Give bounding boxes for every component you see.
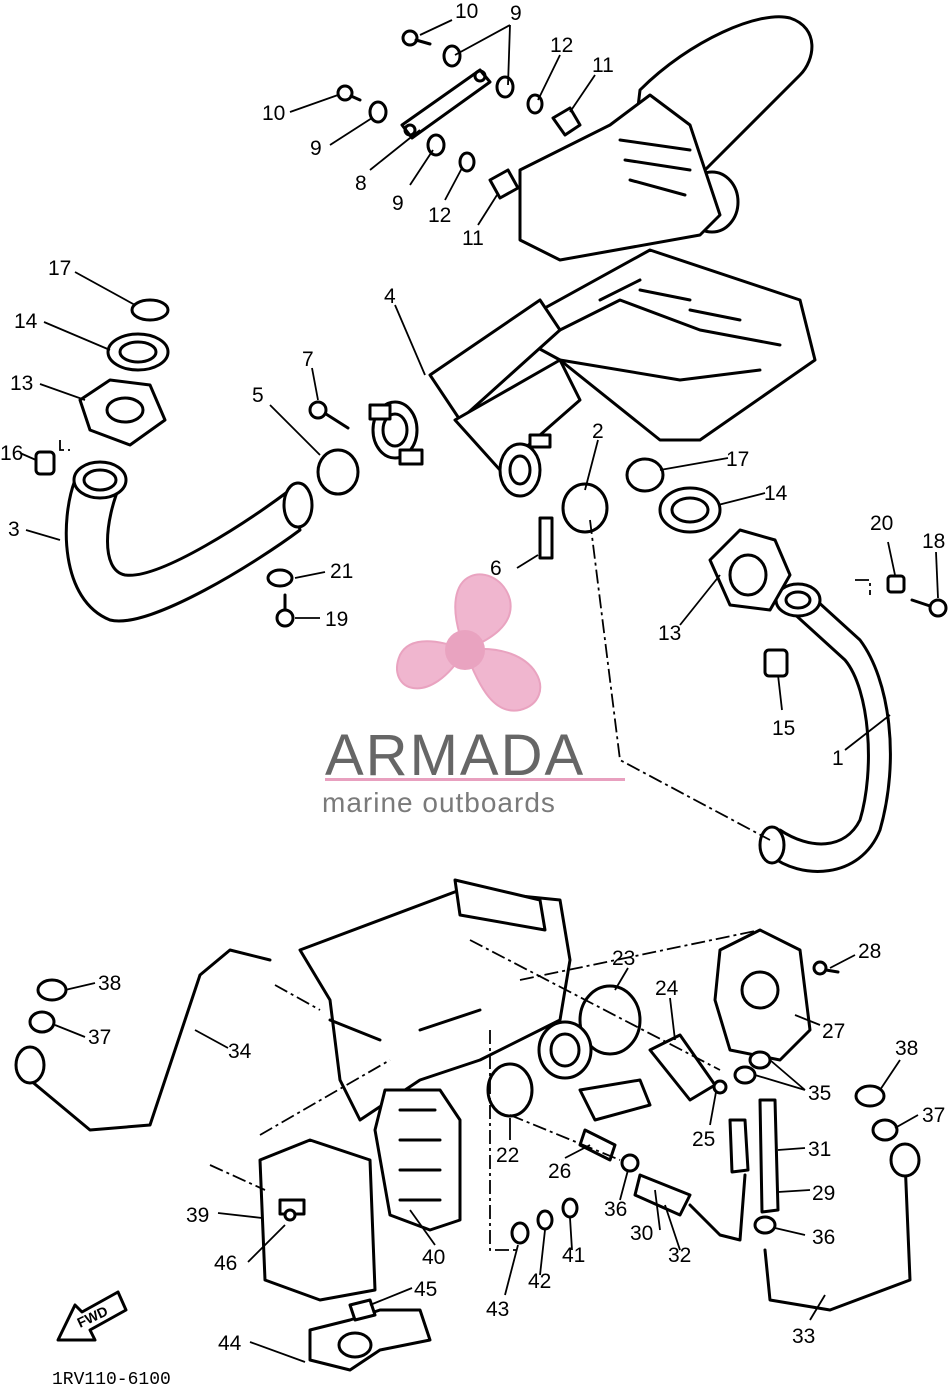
elbow-hose-44: [308, 1308, 432, 1372]
callout-30: 30: [630, 1222, 653, 1245]
callout-20: 20: [870, 512, 893, 535]
callout-37: 37: [88, 1026, 111, 1049]
callout-2: 2: [592, 420, 604, 443]
callout-36: 36: [812, 1226, 835, 1249]
callout-42: 42: [528, 1270, 551, 1293]
assembly-line-7: [209, 1059, 391, 1191]
callout-44: 44: [218, 1332, 242, 1355]
callout-17: 17: [48, 257, 71, 280]
assembly-line-2: [59, 440, 70, 451]
callout-35: 35: [808, 1082, 831, 1105]
callout-12: 12: [550, 34, 573, 57]
callout-46: 46: [214, 1252, 237, 1275]
callouts: 10 9 12 11 10 9 8 9 12 11 17 14 13 16 3 …: [0, 0, 945, 1355]
callout-4: 4: [384, 285, 396, 308]
callout-15: 15: [772, 717, 795, 740]
callout-16: 16: [0, 442, 23, 465]
callout-10: 10: [455, 0, 478, 23]
assembly-line-9: [509, 1114, 621, 1161]
callout-13: 13: [658, 622, 681, 645]
callout-26: 26: [548, 1160, 571, 1183]
hose-26: [578, 1078, 652, 1162]
intake-joint-22: [486, 1062, 534, 1118]
callout-11: 11: [592, 54, 614, 77]
callout-9: 9: [310, 137, 322, 160]
callout-10: 10: [262, 102, 285, 125]
callout-41: 41: [562, 1244, 585, 1267]
callout-39: 39: [186, 1204, 209, 1227]
assembly-line-6: [489, 1030, 520, 1251]
callout-23: 23: [612, 947, 635, 970]
diagram-code: 1RV110-6100: [52, 1370, 171, 1390]
callout-43: 43: [486, 1298, 509, 1321]
callout-6: 6: [490, 557, 502, 580]
callout-21: 21: [330, 560, 353, 583]
breather-pipe-34: [14, 948, 272, 1132]
callout-14: 14: [14, 310, 38, 333]
air-box-cover-39: [258, 1138, 377, 1302]
callout-37: 37: [922, 1104, 945, 1127]
assembly-line-5: [519, 929, 761, 981]
callout-32: 32: [668, 1244, 691, 1267]
callout-11: 11: [462, 227, 484, 250]
brand-name: ARMADA: [325, 723, 585, 788]
callout-13: 13: [10, 372, 33, 395]
callout-38: 38: [98, 972, 121, 995]
callout-9: 9: [392, 192, 404, 215]
leader-lines: [19, 19, 939, 1363]
armada-watermark: ARMADA marine outboards: [322, 573, 625, 818]
assembly-line-1: [589, 519, 771, 841]
hose-30-32: [633, 1173, 747, 1242]
right-exhaust-pipe: [538, 457, 948, 873]
assembly-line-3: [855, 579, 871, 595]
breather-pipe-33: [763, 1084, 921, 1312]
brand-underline: [325, 778, 625, 781]
muffler-assembly: [368, 15, 817, 498]
callout-1: 1: [832, 747, 844, 770]
callout-5: 5: [252, 384, 264, 407]
callout-25: 25: [692, 1128, 715, 1151]
callout-28: 28: [858, 940, 881, 963]
callout-24: 24: [655, 977, 679, 1000]
propeller-icon: [396, 573, 542, 712]
gasket-24: [648, 1033, 717, 1102]
callout-31: 31: [808, 1138, 831, 1161]
callout-3: 3: [8, 518, 20, 541]
mounting-hardware: [336, 29, 582, 200]
callout-36: 36: [604, 1198, 627, 1221]
brand-tagline: marine outboards: [322, 787, 556, 818]
fwd-arrow-icon: FWD: [56, 1290, 128, 1342]
callout-12: 12: [428, 204, 451, 227]
callout-17: 17: [726, 448, 749, 471]
callout-22: 22: [496, 1144, 519, 1167]
air-filter-40: [373, 1088, 462, 1232]
callout-19: 19: [325, 608, 348, 631]
fuel-pump-27: [713, 928, 812, 1062]
left-exhaust-pipe: [34, 298, 360, 628]
callout-45: 45: [414, 1278, 437, 1301]
callout-9: 9: [510, 2, 522, 25]
callout-18: 18: [922, 530, 945, 553]
assembly-line-8: [274, 984, 321, 1011]
callout-34: 34: [228, 1040, 252, 1063]
callout-29: 29: [812, 1182, 835, 1205]
small-hardware: [283, 960, 840, 1322]
callout-33: 33: [792, 1325, 815, 1348]
reed-valve-23: [537, 984, 642, 1080]
callout-27: 27: [822, 1020, 845, 1043]
hose-31-29: [728, 1098, 780, 1214]
callout-7: 7: [302, 348, 314, 371]
callout-38: 38: [895, 1037, 918, 1060]
callout-14: 14: [764, 482, 788, 505]
assembly-line-4: [469, 939, 721, 1071]
intake-manifold: [298, 878, 572, 1122]
callout-8: 8: [355, 172, 367, 195]
callout-40: 40: [422, 1246, 445, 1269]
